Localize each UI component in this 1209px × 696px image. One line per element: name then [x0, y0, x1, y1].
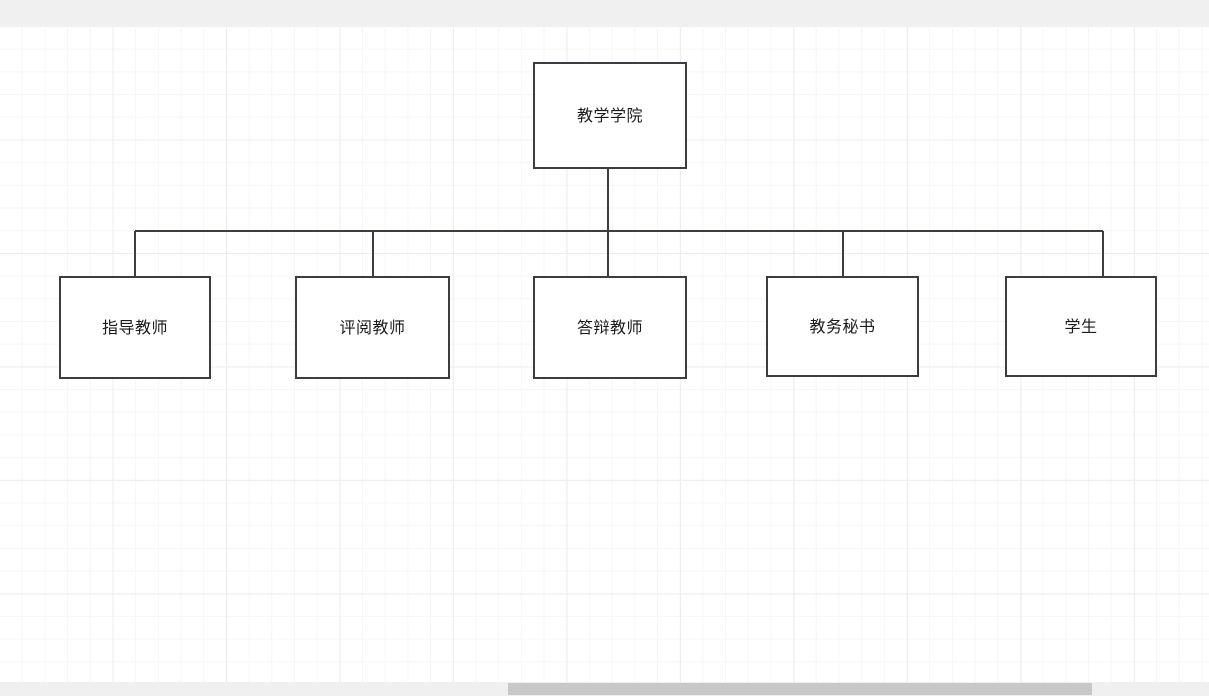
node-root[interactable]: 教学学院	[533, 62, 687, 169]
node-root-label: 教学学院	[576, 105, 643, 125]
node-child-3-label: 答辩教师	[576, 317, 643, 337]
node-child-5[interactable]: 学生	[1005, 276, 1157, 377]
diagram-canvas[interactable]: 教学学院 指导教师 评阅教师 答辩教师 教务秘书 学生	[0, 27, 1209, 682]
node-child-5-label: 学生	[1064, 316, 1098, 336]
node-child-1-label: 指导教师	[101, 317, 168, 337]
horizontal-scrollbar-thumb[interactable]	[508, 683, 1092, 695]
node-child-2-label: 评阅教师	[339, 317, 406, 337]
node-child-4[interactable]: 教务秘书	[766, 276, 919, 377]
node-child-3[interactable]: 答辩教师	[533, 276, 687, 379]
canvas-top-chrome	[0, 0, 1209, 27]
node-child-2[interactable]: 评阅教师	[295, 276, 450, 379]
horizontal-scrollbar[interactable]	[0, 682, 1209, 696]
node-child-1[interactable]: 指导教师	[59, 276, 211, 379]
node-child-4-label: 教务秘书	[809, 316, 876, 336]
